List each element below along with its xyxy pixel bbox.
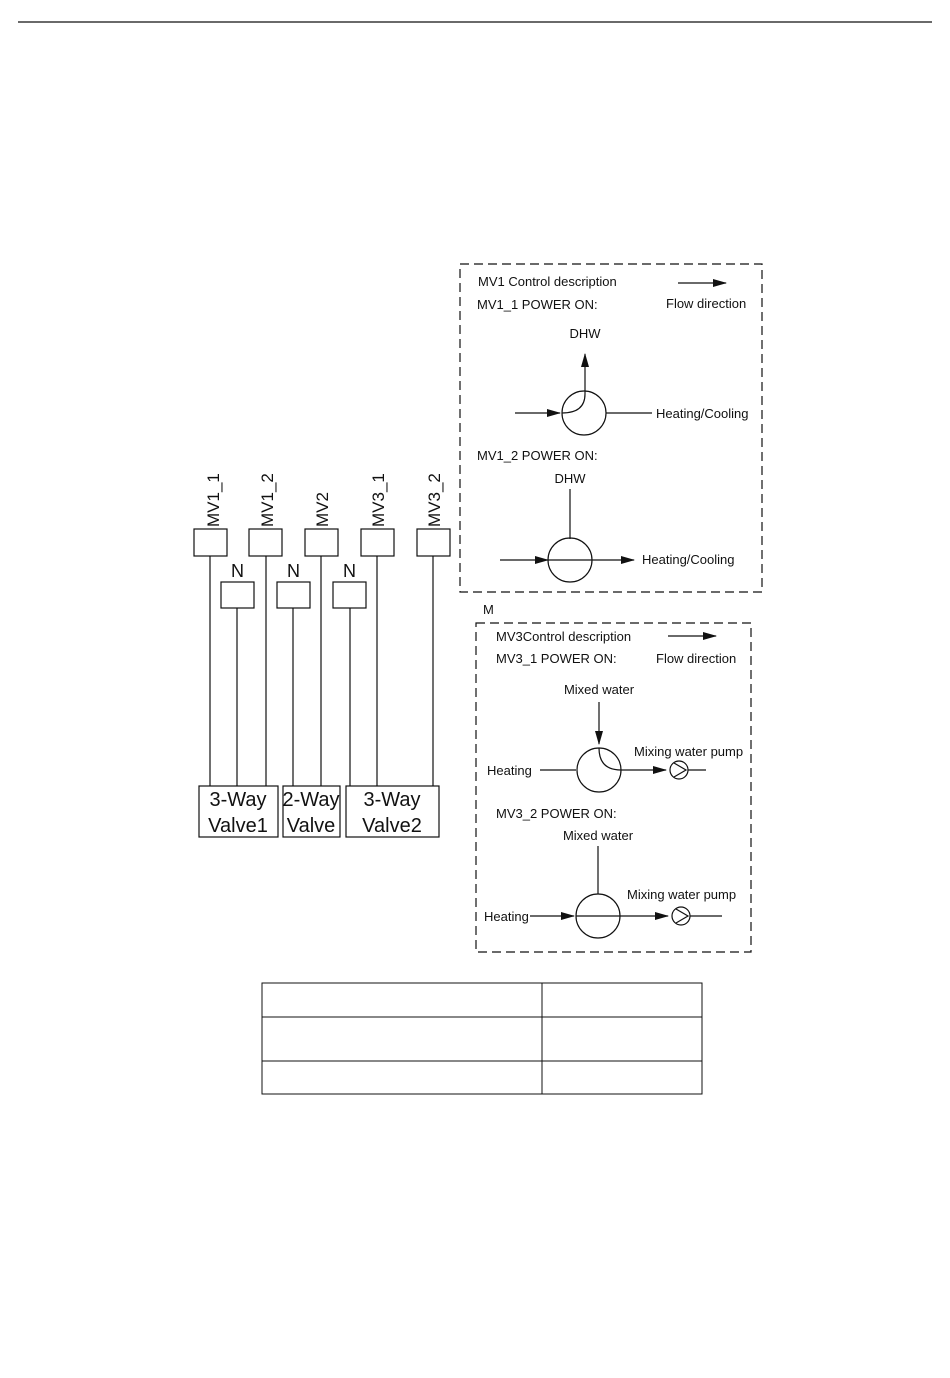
terminal-box-mv2: [304, 528, 339, 557]
mv1-state2-label: MV1_2 POWER ON:: [477, 448, 598, 463]
mv1-panel-title: MV1 Control description: [478, 274, 617, 289]
mv1-state1-dhw-label: DHW: [569, 326, 601, 341]
terminal-label-mv3-2: MV3_2: [425, 473, 444, 527]
terminal-box-mv3-1: [360, 528, 395, 557]
mv1-state1-label: MV1_1 POWER ON:: [477, 297, 598, 312]
mv3-state2-pump-label: Mixing water pump: [627, 887, 736, 902]
mv3-state1-label: MV3_1 POWER ON:: [496, 651, 617, 666]
mv1-flow-direction-label: Flow direction: [666, 296, 746, 311]
valve-box-3way-1: [198, 785, 279, 838]
mv3-state2-label: MV3_2 POWER ON:: [496, 806, 617, 821]
mv3-flow-direction-label: Flow direction: [656, 651, 736, 666]
terminal-label-mv1-2: MV1_2: [258, 473, 277, 527]
neutral-box-1: [220, 581, 255, 609]
mv3-state2-mixed-label: Mixed water: [563, 828, 634, 843]
wires: [209, 556, 434, 786]
valve2-line1: 2-Way: [282, 789, 339, 811]
terminal-label-mv3-1: MV3_1: [369, 473, 388, 527]
mv3-state1-pump-label: Mixing water pump: [634, 744, 743, 759]
mv3-state1-pump-triangle: [673, 762, 688, 778]
valve3-line1: 3-Way: [363, 789, 420, 811]
mv1-state1-flow-path: [561, 393, 586, 414]
terminal-box-mv1-1: [193, 528, 228, 557]
mv3-state2-pump-triangle: [675, 908, 690, 924]
neutral-label-1: N: [231, 561, 244, 581]
neutral-box-2: [276, 581, 311, 609]
mv3-state2-heating-label: Heating: [484, 909, 529, 924]
mv1-state1-heating-label: Heating/Cooling: [656, 406, 749, 421]
mv3-state1-heating-label: Heating: [487, 763, 532, 778]
neutral-label-3: N: [343, 561, 356, 581]
stray-label: M: [483, 602, 494, 617]
valve3-line2: Valve2: [362, 815, 422, 837]
valve2-line2: Valve: [287, 815, 336, 837]
mv1-state2-dhw-label: DHW: [554, 471, 586, 486]
valve1-line1: 3-Way: [209, 789, 266, 811]
mv3-state1-mixed-label: Mixed water: [564, 682, 635, 697]
mv3-panel-title: MV3Control description: [496, 629, 631, 644]
mv3-panel-border: [475, 622, 752, 953]
neutral-label-2: N: [287, 561, 300, 581]
empty-table: [261, 982, 703, 1095]
valve-box-2way: [282, 785, 341, 838]
mv1-panel-border: [459, 263, 763, 593]
mv1-state2-heating-label: Heating/Cooling: [642, 552, 735, 567]
valve1-line2: Valve1: [208, 815, 268, 837]
valve-box-3way-2: [345, 785, 440, 838]
mv3-state1-flow-path: [598, 747, 622, 771]
terminal-label-mv2: MV2: [313, 492, 332, 527]
terminal-box-mv1-2: [248, 528, 283, 557]
terminal-label-mv1-1: MV1_1: [204, 473, 223, 527]
neutral-box-3: [332, 581, 367, 609]
terminal-box-mv3-2: [416, 528, 451, 557]
